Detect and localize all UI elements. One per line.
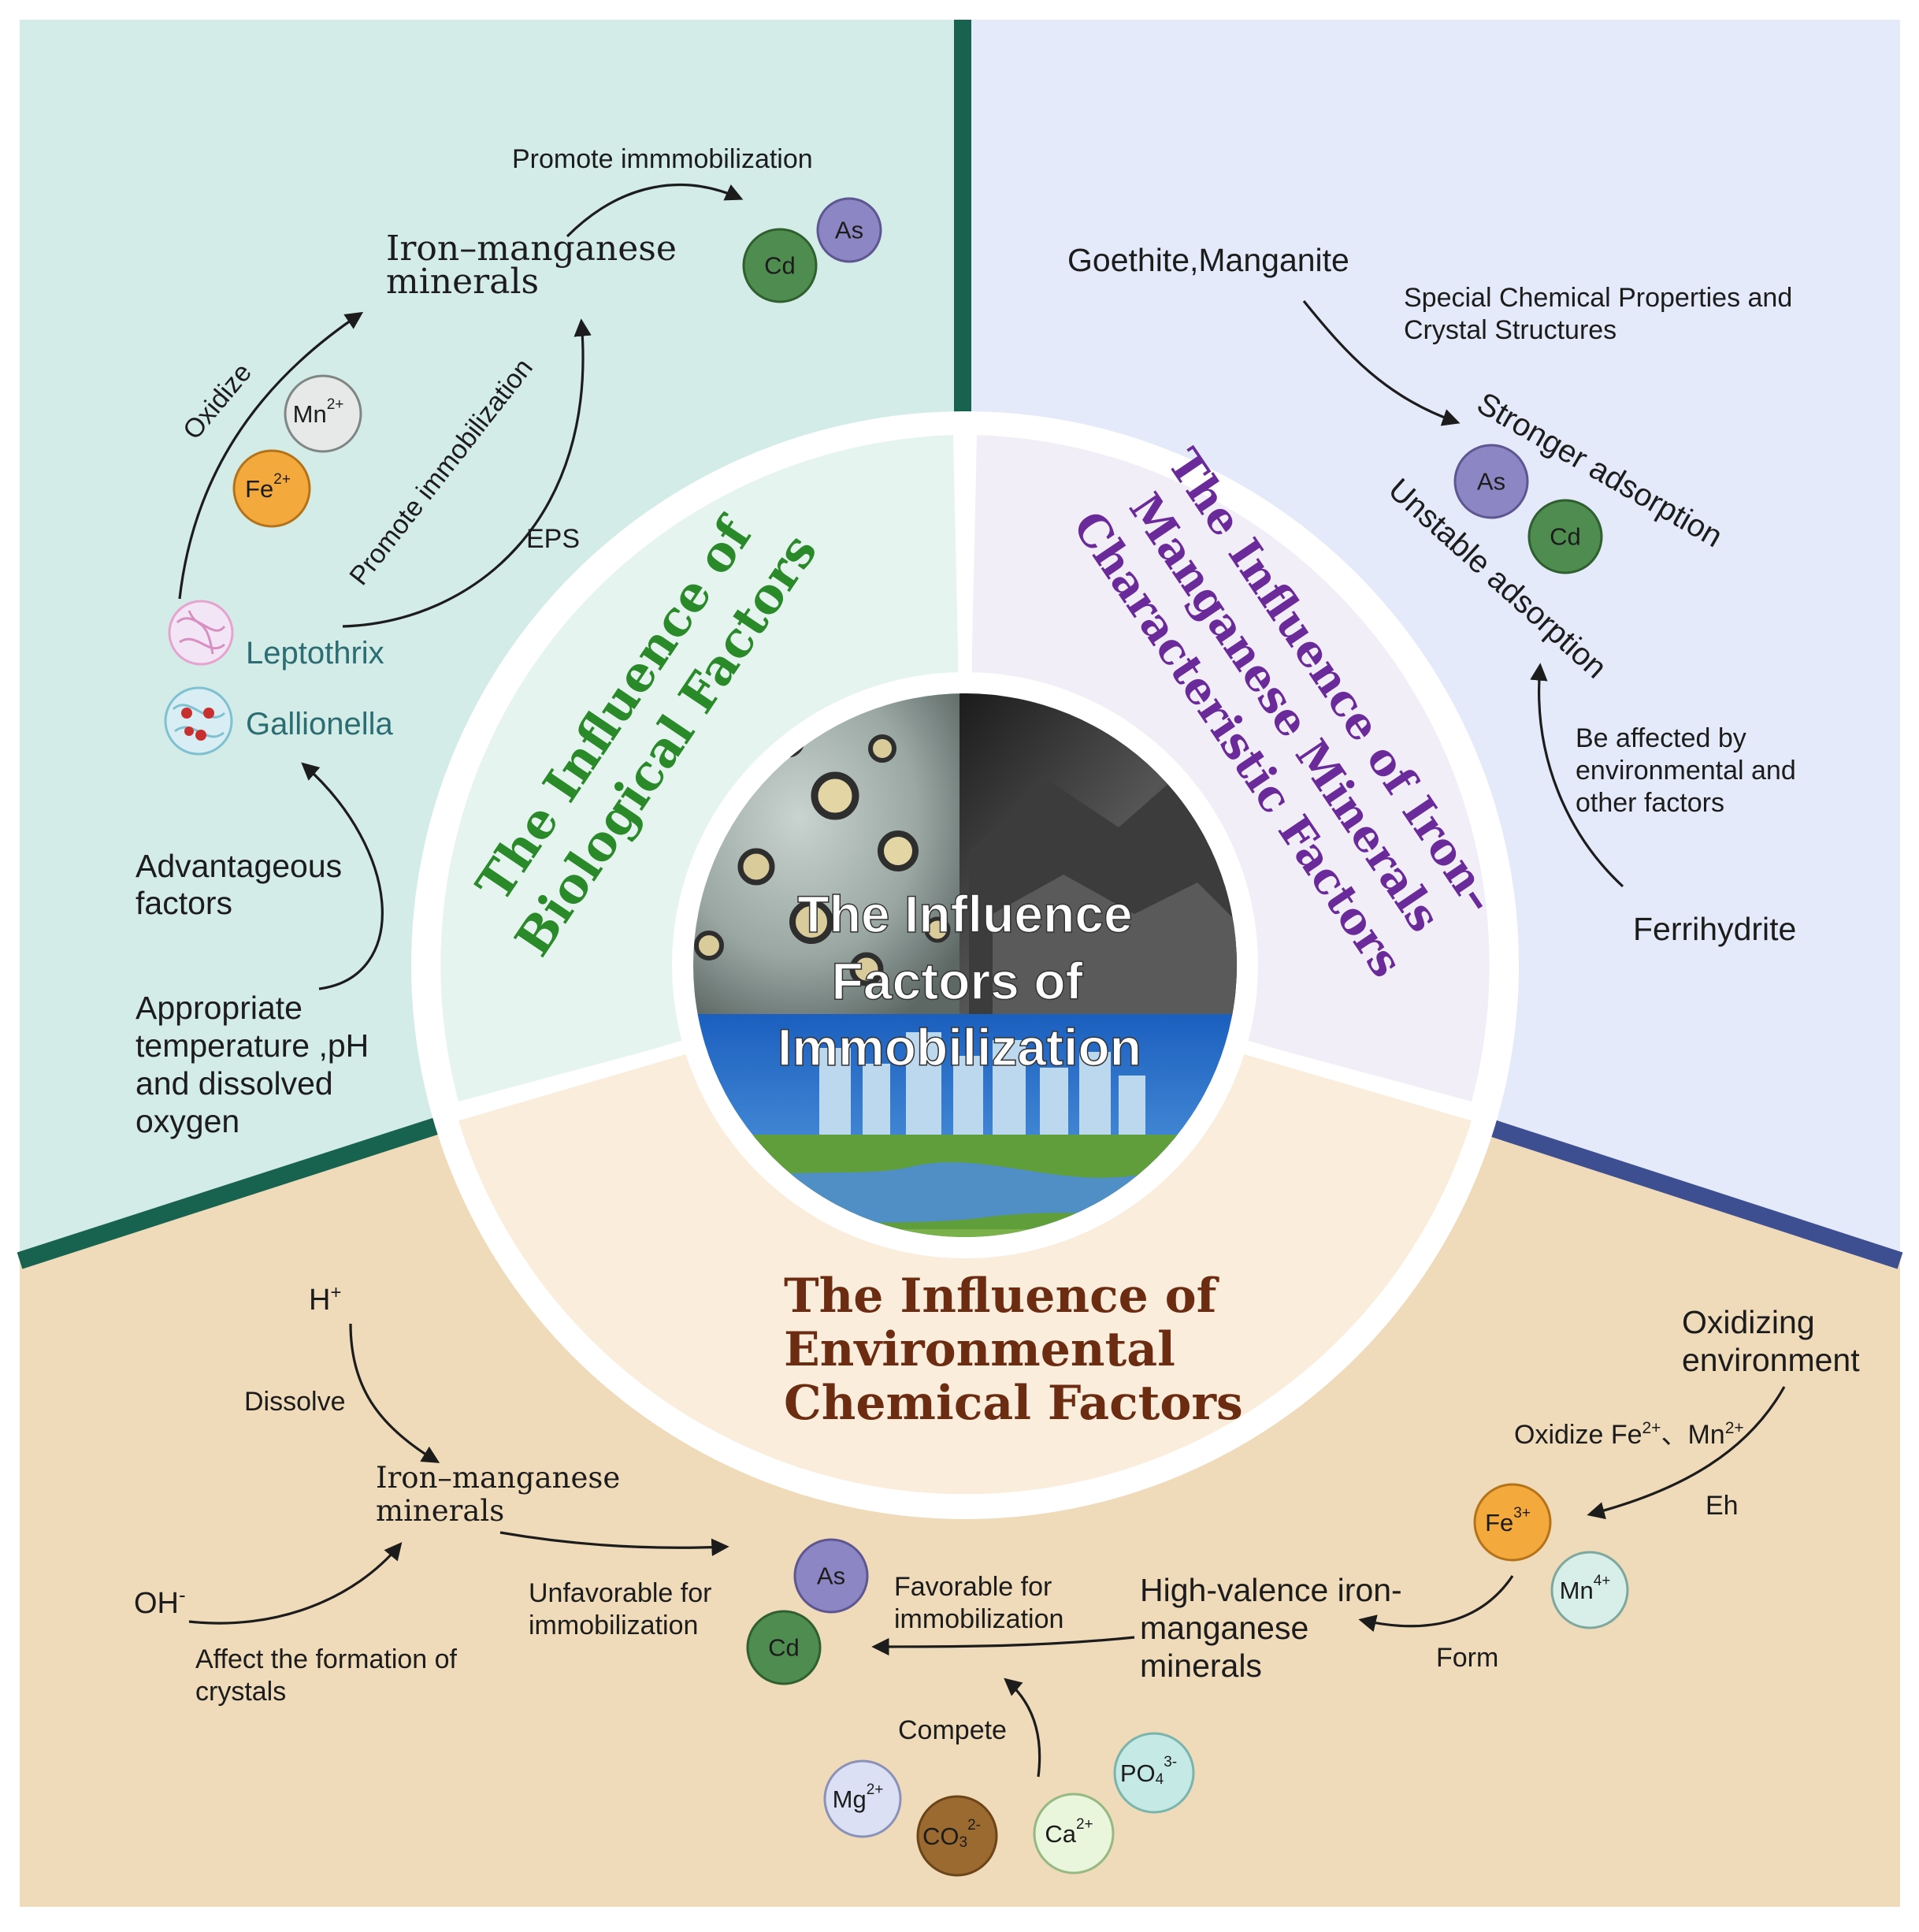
mineral-goethite-label: Goethite,Manganite xyxy=(1067,242,1349,278)
env-title-line-1: The Influence of xyxy=(784,1269,1220,1324)
env-favorable-line-1: Favorable for xyxy=(894,1572,1052,1602)
env-ion-fe3: Fe3+ xyxy=(1473,1483,1552,1562)
leptothrix-icon xyxy=(168,600,234,666)
background-panels xyxy=(17,20,1903,1907)
env-ion-fe3-label: Fe3+ xyxy=(1485,1505,1531,1536)
gallionella-label: Gallionella xyxy=(246,707,394,741)
mineral-special-line-2: Crystal Structures xyxy=(1404,315,1616,345)
env-oxidize-fe-mn: Oxidize Fe2+、Mn2+ xyxy=(1514,1419,1744,1450)
env-arrow-unfavorable xyxy=(499,1531,729,1556)
divider-bio-diagonal xyxy=(17,1116,444,1269)
env-high-valence-line-3: minerals xyxy=(1140,1648,1262,1684)
bio-advantageous-line-2: factors xyxy=(135,885,232,921)
mineral-affected-line-1: Be affected by xyxy=(1576,723,1746,753)
env-ion-co3-label: CO32- xyxy=(922,1817,981,1851)
env-arrow-oh xyxy=(188,1542,403,1625)
center-title: The Influence Factors of Immobilization xyxy=(777,884,1142,1077)
env-eh-label: Eh xyxy=(1706,1491,1739,1521)
bio-arrow-to-ions xyxy=(566,184,744,238)
env-dissolve-label: Dissolve xyxy=(244,1387,345,1417)
env-unfavorable-line-1: Unfavorable for xyxy=(529,1578,711,1608)
env-ion-ca2-label: Ca2+ xyxy=(1045,1816,1093,1848)
env-title-line-3: Chemical Factors xyxy=(784,1376,1243,1431)
env-oh-minus: OH- xyxy=(134,1583,186,1620)
env-title-line-2: Environmental xyxy=(784,1322,1175,1377)
env-ion-po4-label: PO43- xyxy=(1120,1754,1177,1788)
mineral-arrow-to-stronger xyxy=(1302,299,1461,426)
mineral-ion-as: As xyxy=(1453,444,1529,519)
center-title-line-2: Factors of xyxy=(831,952,1083,1010)
bio-eps-label: EPS xyxy=(526,524,580,554)
bio-ion-mn2: Mn2+ xyxy=(284,374,362,453)
env-high-valence-line-1: High-valence iron- xyxy=(1140,1572,1402,1608)
bio-arrow-promote-curve xyxy=(342,318,592,628)
mineral-panel-bg xyxy=(963,20,1900,1261)
bio-appropriate-line-3: and dissolved xyxy=(135,1065,333,1102)
env-section-title: The Influence of Environmental Chemical … xyxy=(784,1269,1243,1431)
env-oxidizing-line-1: Oxidizing xyxy=(1682,1304,1815,1340)
env-unfavorable-line-2: immobilization xyxy=(529,1611,698,1640)
mineral-ferrihydrite-label: Ferrihydrite xyxy=(1633,911,1796,947)
bio-arrow-oxidize xyxy=(178,311,364,600)
env-form-label: Form xyxy=(1436,1643,1498,1673)
bio-iron-manganese-line-2: minerals xyxy=(386,262,539,302)
mineral-arrow-from-ferrihydrite xyxy=(1530,663,1624,888)
bio-ion-mn2-label: Mn2+ xyxy=(293,396,344,428)
center-title-line-3: Immobilization xyxy=(778,1018,1141,1076)
bio-ion-as-label: As xyxy=(835,217,863,244)
env-oxidizing-line-2: environment xyxy=(1682,1342,1860,1378)
mineral-special-line-1: Special Chemical Properties and xyxy=(1404,283,1792,313)
bio-ion-cd: Cd xyxy=(742,228,818,303)
env-arrow-favorable xyxy=(871,1636,1135,1656)
env-ion-mg2-label: Mg2+ xyxy=(833,1782,884,1813)
env-ion-ca2: Ca2+ xyxy=(1033,1793,1115,1874)
env-ion-as-label: As xyxy=(817,1562,845,1590)
mineral-panel: Goethite,Manganite Special Chemical Prop… xyxy=(1067,242,1796,947)
env-arrow-oxidizing xyxy=(1587,1386,1786,1520)
env-ion-cd: Cd xyxy=(746,1610,822,1685)
env-affect-line-1: Affect the formation of xyxy=(195,1644,458,1674)
divider-mineral-diagonal xyxy=(1478,1116,1903,1269)
env-ion-co3: CO32- xyxy=(916,1795,998,1877)
center-title-line-1: The Influence xyxy=(797,885,1132,943)
env-arrow-form xyxy=(1358,1575,1514,1633)
env-compete-label: Compete xyxy=(898,1715,1007,1745)
env-arrow-dissolve xyxy=(349,1323,440,1463)
gallionella-icon xyxy=(164,686,233,756)
env-ion-mn4-label: Mn4+ xyxy=(1560,1573,1611,1604)
env-ion-mg2: Mg2+ xyxy=(823,1759,902,1838)
bio-advantageous-line-1: Advantageous xyxy=(135,848,342,884)
mineral-ion-cd: Cd xyxy=(1527,499,1603,574)
bio-appropriate-line-2: temperature ,pH xyxy=(135,1027,369,1064)
bio-ion-fe2: Fe2+ xyxy=(232,449,311,528)
env-arrow-compete xyxy=(1004,1677,1041,1778)
env-h-plus: H+ xyxy=(309,1282,341,1317)
leptothrix-label: Leptothrix xyxy=(246,636,384,671)
mineral-affected-line-2: environmental and xyxy=(1576,756,1796,786)
env-ion-mn4: Mn4+ xyxy=(1550,1551,1629,1629)
mineral-affected-line-3: other factors xyxy=(1576,788,1724,818)
bio-arrow-advantageous xyxy=(301,762,384,990)
env-affect-line-2: crystals xyxy=(195,1677,286,1707)
env-iron-manganese-line-2: minerals xyxy=(376,1494,504,1528)
mineral-ion-as-label: As xyxy=(1477,468,1505,496)
bio-appropriate-line-1: Appropriate xyxy=(135,990,303,1026)
bio-ion-cd-label: Cd xyxy=(764,252,796,280)
env-high-valence-line-2: manganese xyxy=(1140,1610,1308,1646)
env-favorable-line-2: immobilization xyxy=(894,1604,1063,1634)
bio-appropriate-line-4: oxygen xyxy=(135,1103,239,1139)
bio-panel-bg xyxy=(20,20,963,1261)
env-ion-cd-label: Cd xyxy=(768,1634,800,1662)
bio-ion-as: As xyxy=(816,197,882,263)
env-iron-manganese-line-1: Iron–manganese xyxy=(376,1461,620,1495)
env-ion-po4: PO43- xyxy=(1113,1732,1195,1814)
mineral-ion-cd-label: Cd xyxy=(1550,523,1581,551)
bio-promote-immobilization-top: Promote immmobilization xyxy=(512,144,813,174)
bio-ion-fe2-label: Fe2+ xyxy=(245,471,291,503)
bio-iron-manganese-line-1: Iron–manganese xyxy=(386,228,677,269)
env-ion-as: As xyxy=(793,1538,869,1614)
env-panel: H+ Dissolve Iron–manganese minerals OH- … xyxy=(134,1282,1860,1877)
